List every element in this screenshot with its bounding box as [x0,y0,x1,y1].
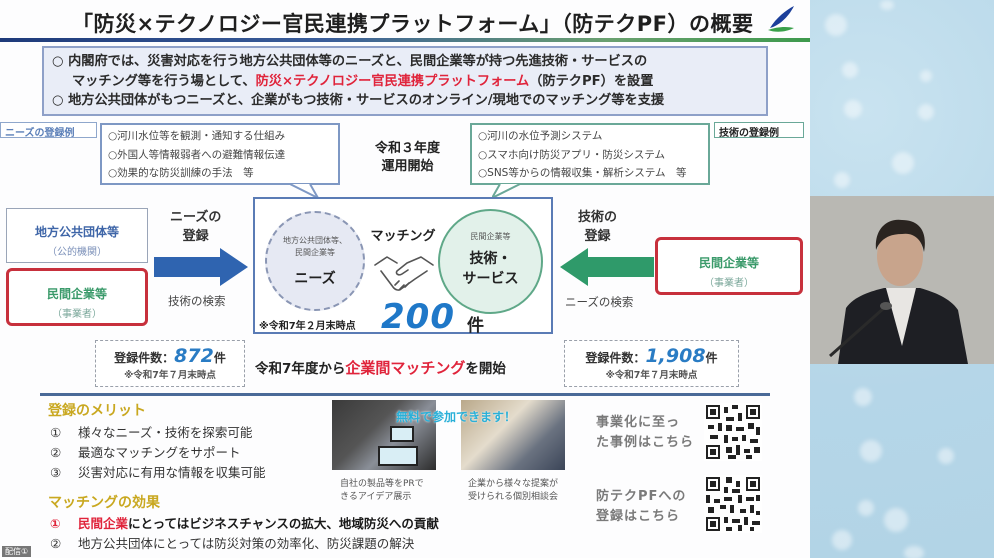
handshake-icon [374,256,434,291]
speaker-video [810,196,994,364]
needs-example: ○河川水位等を観測・通知する仕組み [108,130,286,142]
needs-search-label: ニーズの検索 [565,295,634,309]
private-company-box-left: 民間企業等 （事業者） [6,268,148,326]
registration-number: 872 [174,345,214,367]
photo-caption: 自社の製品等をPRできるアイデア展示 [340,479,424,502]
registration-qr-code-icon[interactable] [704,475,762,533]
registration-qr-label: 防テクPFへの登録はこちら [596,489,687,524]
effects-title: マッチングの効果 [48,495,160,511]
registration-count-right: 登録件数：1,908件 ※令和7年７月末時点 [564,340,739,387]
title-underline [0,38,810,42]
needs-example: ○外国人等情報弱者への避難情報伝達 [108,148,286,161]
case-studies-qr-code-icon[interactable] [704,403,762,461]
intro-line-3: ○ 地方公共団体がもつニーズと、企業がもつ技術・サービスのオンライン/現地でのマ… [52,93,665,108]
title-bar: 「防災×テクノロジー官民連携プラットフォーム」（防テクPF）の概要 [0,0,810,42]
photo-caption: 企業から様々な提案が受けられる個別相談会 [468,479,559,502]
needs-example: ○効果的な防災訓練の手法 等 [108,167,254,179]
left-arrow-icon [560,248,654,286]
intro-line-1: ○ 内閣府では、災害対応を行う地方公共団体等のニーズと、民間企業等が持つ先進技術… [52,54,648,69]
bubble-tail [492,183,521,200]
registration-count-left: 登録件数：872件 ※令和7年７月末時点 [95,340,245,387]
tech-examples-bubble: ○河川の水位予測システム ○スマホ向け防災アプリ・防災システム ○SNS等からの… [470,123,710,185]
consultation-photo [461,400,565,470]
matching-count: 200 [381,297,455,337]
intro-box: ○ 内閣府では、災害対応を行う地方公共団体等のニーズと、民間企業等が持つ先進技術… [42,46,768,116]
needs-examples-bubble: ○河川水位等を観測・通知する仕組み ○外国人等情報弱者への避難情報伝達 ○効果的… [100,123,340,185]
speaker-person-icon [810,196,994,364]
matching-count-note: ※令和7年２月末時点 [259,321,356,332]
merits-title: 登録のメリット [48,403,146,419]
platform-name-highlight: 防災×テクノロジー官民連携プラットフォーム [255,73,530,89]
exhibition-photo [332,400,436,470]
needs-circle: 地方公共団体等、民間企業等 ニーズ [265,211,365,311]
corporate-matching-notice: 令和7年度から企業間マッチングを開始 [255,359,506,377]
matching-panel: 地方公共団体等、民間企業等 ニーズ マッチング 民間企業等 技術・サービス ※令… [253,197,553,337]
tech-registration-label: 技術の 登録 [578,210,618,244]
needs-examples-tag: ニーズの登録例 [0,122,97,139]
private-company-box-right: 民間企業等 （事業者） [655,237,803,295]
tech-example: ○スマホ向け防災アプリ・防災システム [478,148,666,161]
tech-examples-tag: 技術の登録例 [714,122,804,139]
tech-example: ○SNS等からの情報収集・解析システム 等 [478,167,687,179]
stream-channel-badge: 配信① [2,546,32,557]
cabinet-office-logo-icon [768,6,794,32]
matching-label: マッチング [370,229,436,244]
operation-start-label: 令和３年度 運用開始 [374,141,440,174]
section-divider [40,393,770,396]
intro-line-2: マッチング等を行う場として、防災×テクノロジー官民連携プラットフォーム（防テクP… [72,73,654,89]
right-arrow-icon [154,248,248,286]
presentation-slide: 「防災×テクノロジー官民連携プラットフォーム」（防テクPF）の概要 ○ 内閣府で… [0,0,810,558]
tech-circle: 民間企業等 技術・サービス [438,209,543,314]
needs-registration-label: ニーズの 登録 [170,210,222,244]
stream-side-panel [810,0,994,558]
local-government-box: 地方公共団体等 （公的機関） [6,208,148,263]
matching-count-unit: 件 [467,316,484,336]
tech-search-label: 技術の検索 [168,294,226,308]
registration-number: 1,908 [645,345,706,367]
case-studies-qr-label: 事業化に至った事例はこちら [596,415,695,450]
free-participation-label: 無料で参加できます！ [396,410,517,424]
tech-example: ○河川の水位予測システム [478,130,603,142]
slide-title: 「防災×テクノロジー官民連携プラットフォーム」（防テクPF）の概要 [72,12,754,36]
